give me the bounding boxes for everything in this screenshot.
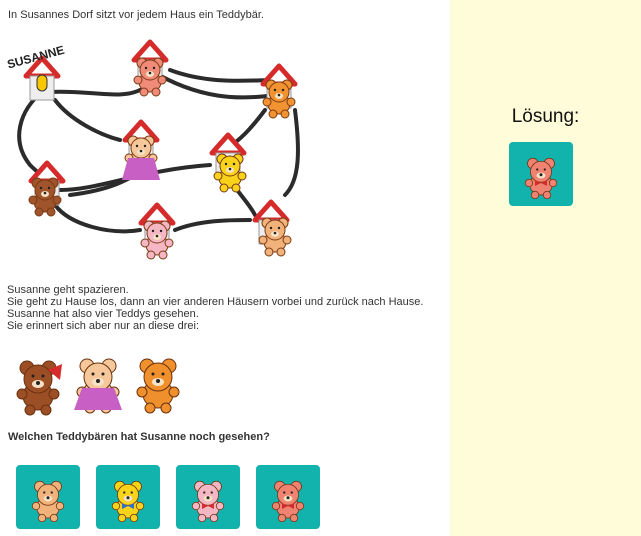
house-light-brown-bear xyxy=(255,202,292,257)
answer-option-light-brown-teddy[interactable] xyxy=(16,465,80,529)
description: Susanne geht spazieren. Sie geht zu Haus… xyxy=(7,284,423,332)
orange-teddy-icon xyxy=(136,358,180,414)
red-teddy-icon xyxy=(524,157,558,199)
red-teddy-icon xyxy=(271,480,305,522)
description-line: Susanne hat also vier Teddys gesehen. xyxy=(7,308,199,320)
light-brown-teddy-icon xyxy=(31,480,65,522)
intro-text: In Susannes Dorf sitzt vor jedem Haus ei… xyxy=(8,9,264,21)
house-dress-bear xyxy=(122,122,160,180)
answer-option-pink-teddy[interactable] xyxy=(176,465,240,529)
purple-dress-teddy-icon xyxy=(74,358,122,414)
pink-teddy-icon xyxy=(191,480,225,522)
solution-label: Lösung: xyxy=(511,106,580,127)
description-line: Sie erinnert sich aber nur an diese drei… xyxy=(7,320,199,332)
house-orange-bear xyxy=(263,66,295,119)
task-panel: In Susannes Dorf sitzt vor jedem Haus ei… xyxy=(5,9,424,529)
answer-option-yellow-teddy[interactable] xyxy=(96,465,160,529)
description-line: Sie geht zu Hause los, dann an vier ande… xyxy=(7,296,424,308)
house-pink-bear xyxy=(141,205,173,260)
brown-teddy-icon xyxy=(16,360,62,416)
yellow-teddy-icon xyxy=(111,480,145,522)
description-line: Susanne geht spazieren. xyxy=(7,284,129,296)
solution-answer-box[interactable] xyxy=(509,142,573,206)
seen-teddies xyxy=(16,358,180,416)
house-pink-red-bear xyxy=(134,42,166,97)
answer-option-red-teddy[interactable] xyxy=(256,465,320,529)
village-map: SUSANNE xyxy=(6,30,300,260)
solution-panel: Lösung: xyxy=(450,0,641,536)
house-yellow-bear xyxy=(212,135,247,193)
question-text: Welchen Teddybären hat Susanne noch gese… xyxy=(8,431,270,443)
